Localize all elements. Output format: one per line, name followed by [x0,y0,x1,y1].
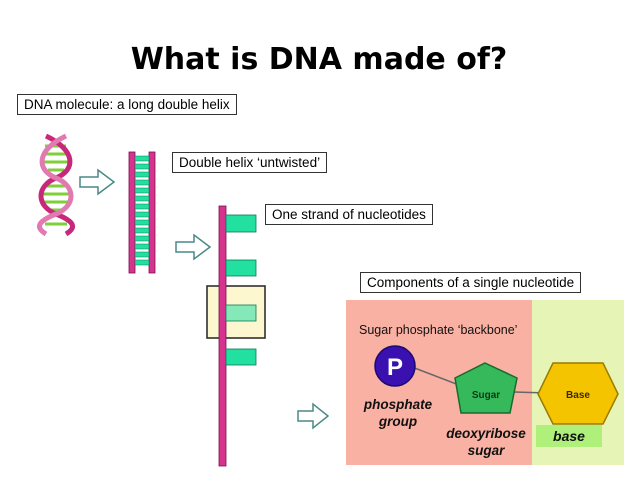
double-helix-icon [37,133,75,237]
single-strand [206,205,266,467]
phosphate-letter: P [387,354,403,381]
base-hexagon [537,362,619,425]
sugar-label: Sugar [472,390,500,401]
base-shape-label: Base [566,390,590,401]
label-one-strand: One strand of nucleotides [265,204,433,225]
phosphate-group-label: phosphate group [363,397,433,429]
phosphate-circle [374,345,416,387]
arrow-right-icon-3 [297,402,330,430]
base-label: base [536,425,602,447]
label-dna-molecule: DNA molecule: a long double helix [17,94,237,115]
backbone-label: Sugar phosphate ‘backbone’ [359,323,518,337]
untwisted-ladder [128,151,156,274]
sugar-pentagon [454,362,518,414]
arrow-right-icon-2 [175,233,212,261]
page-title: What is DNA made of? [130,42,508,77]
nucleotide-components: P Sugar Base [374,345,619,425]
label-untwisted: Double helix ‘untwisted’ [172,152,328,173]
label-components: Components of a single nucleotide [360,272,582,293]
arrow-right-icon-1 [79,168,116,196]
deoxyribose-label: deoxyribose sugar [446,426,526,458]
